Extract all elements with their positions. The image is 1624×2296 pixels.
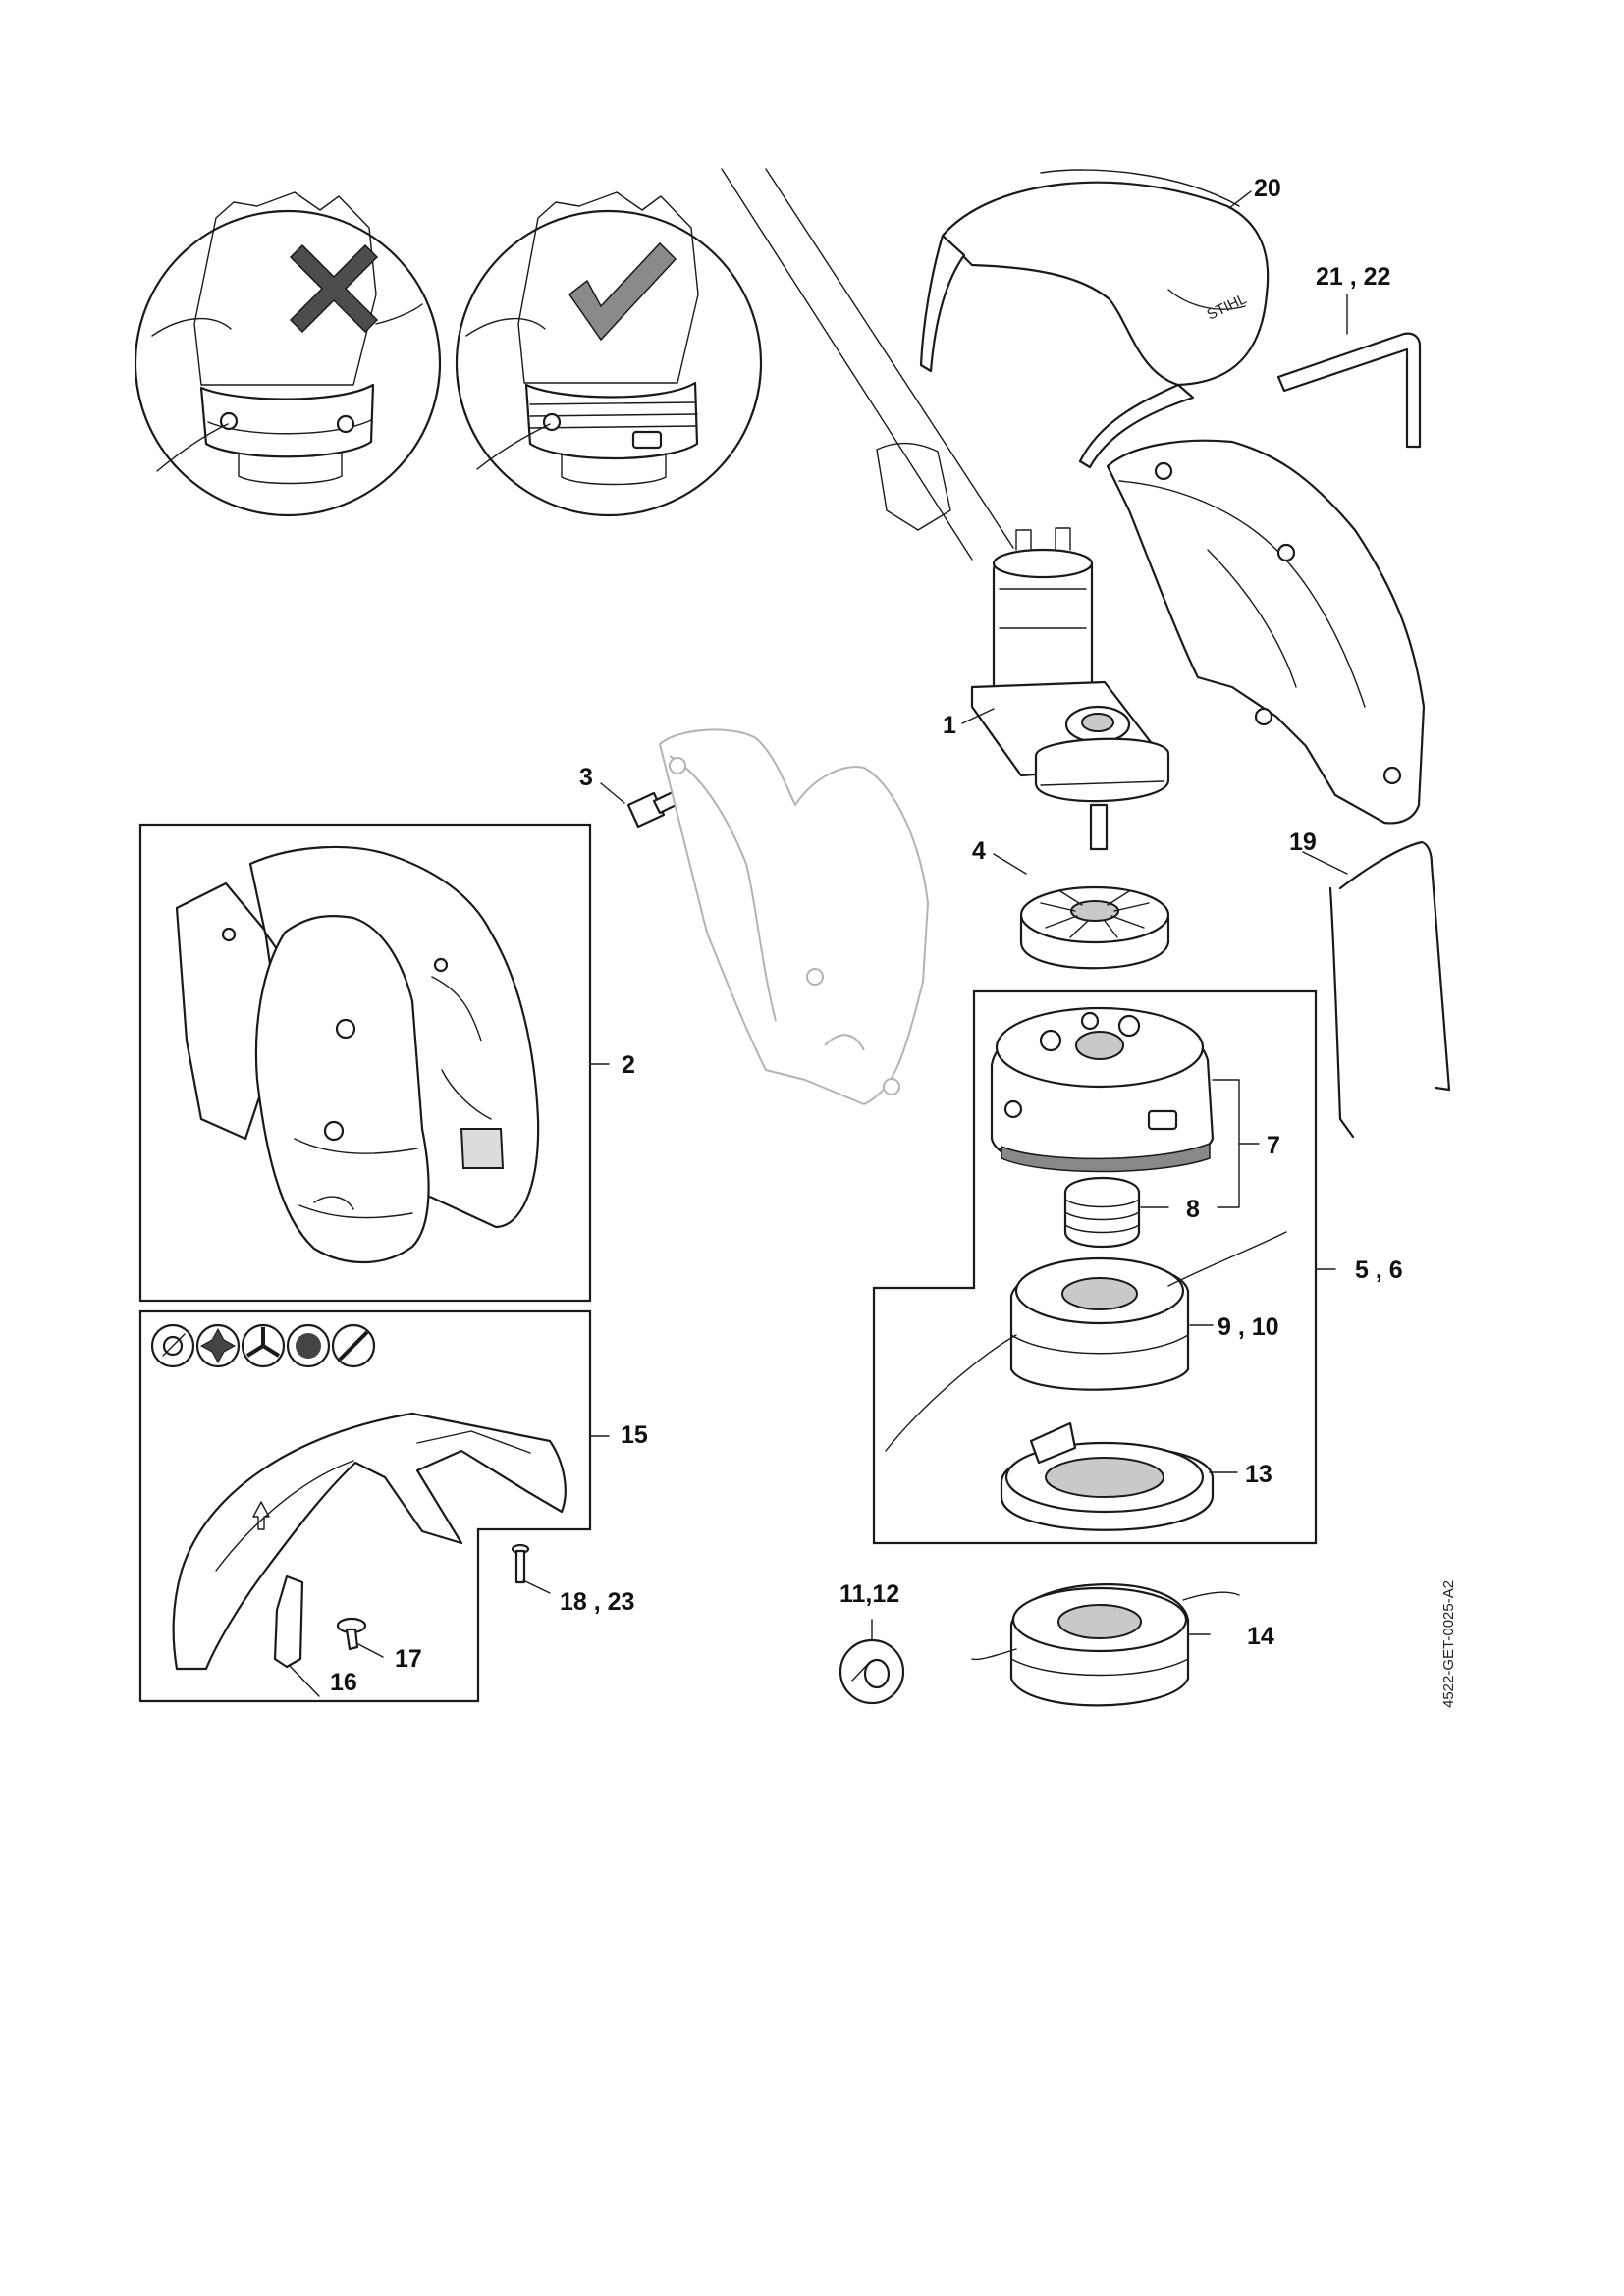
callout-correct-assembly — [455, 191, 763, 517]
blade-3-symbol-icon — [241, 1323, 286, 1368]
label-18-23: 18 , 23 — [560, 1588, 634, 1616]
label-8: 8 — [1186, 1196, 1200, 1223]
label-3: 3 — [579, 764, 593, 791]
cutting-tool-symbols — [150, 1323, 376, 1368]
part-1-motor — [961, 527, 1170, 851]
check-mark-icon — [568, 241, 677, 342]
part-labels: 20 21 , 22 1 3 4 19 2 7 8 5 , 6 9 , 10 1… — [330, 175, 1403, 1696]
label-14: 14 — [1247, 1623, 1274, 1650]
shaft-outline — [721, 168, 1014, 561]
callout-wrong-assembly — [134, 191, 442, 517]
label-17: 17 — [395, 1645, 422, 1673]
label-16: 16 — [330, 1669, 357, 1696]
part-18-23-screw — [511, 1543, 551, 1594]
part-16-plate — [273, 1575, 320, 1697]
part-4-spool-carrier — [993, 853, 1170, 970]
label-1: 1 — [943, 712, 956, 739]
label-15: 15 — [621, 1421, 648, 1449]
part-7-spool-cover — [990, 1006, 1260, 1208]
part-11-12-line — [839, 1619, 905, 1705]
part-19-wire-bracket — [1302, 840, 1451, 1139]
part-8-spring — [1063, 1177, 1169, 1248]
box-part-2 — [138, 823, 610, 1303]
box-part-15 — [138, 1309, 610, 1703]
label-2: 2 — [622, 1051, 635, 1079]
label-11-12: 11,12 — [839, 1580, 899, 1608]
label-5-6: 5 , 6 — [1355, 1256, 1403, 1284]
label-9-10: 9 , 10 — [1218, 1313, 1279, 1341]
blade-4-symbol-icon — [195, 1323, 241, 1368]
part-14-mowing-head — [971, 1583, 1240, 1707]
label-7: 7 — [1267, 1132, 1280, 1159]
line-head-symbol-icon — [150, 1323, 195, 1368]
part-13-spool-base — [1000, 1421, 1238, 1531]
housing-ghost — [659, 728, 929, 1105]
part-21-22-hex-key — [1276, 294, 1422, 449]
box-part-5-6 — [872, 989, 1336, 1545]
part-17-screw — [336, 1617, 384, 1658]
part-9-10-spool — [885, 1231, 1287, 1452]
label-4: 4 — [972, 837, 986, 865]
drawing-code: 4522-GET-0025-A2 — [1440, 1580, 1457, 1708]
cross-mark-icon — [289, 243, 379, 334]
label-19: 19 — [1289, 828, 1317, 856]
label-13: 13 — [1245, 1461, 1272, 1488]
label-20: 20 — [1254, 175, 1281, 202]
part-20-safety-glasses: STIHL — [919, 169, 1270, 469]
saw-blade-symbol-icon — [286, 1323, 331, 1368]
housing-right-half — [1106, 439, 1426, 825]
label-21-22: 21 , 22 — [1316, 263, 1390, 291]
knife-2-symbol-icon — [331, 1323, 376, 1368]
